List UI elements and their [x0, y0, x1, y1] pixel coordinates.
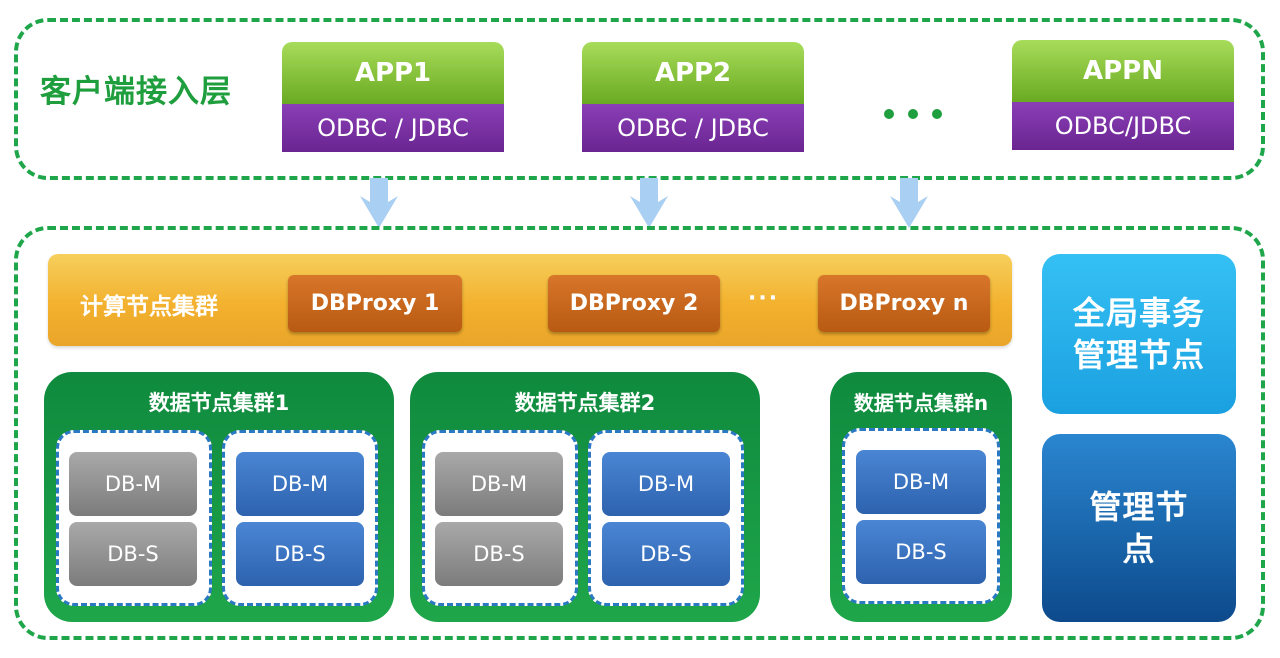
dbproxy-2: DBProxy 2 [548, 275, 720, 332]
appn-name: APPN [1083, 56, 1163, 86]
data-cluster-n-title: 数据节点集群n [853, 391, 989, 415]
app2-driver-label: ODBC / JDBC [617, 114, 769, 142]
client-layer-label: 客户端接入层 [40, 74, 232, 110]
management-node: 管理节 点 [1042, 434, 1236, 622]
app1-driver-label: ODBC / JDBC [317, 114, 469, 142]
app2-driver: ODBC / JDBC [582, 104, 804, 152]
dbproxy-n: DBProxy n [818, 275, 990, 332]
compute-layer-label: 计算节点集群 [80, 294, 218, 320]
down-arrow-icon [628, 178, 670, 230]
app1-driver: ODBC / JDBC [282, 104, 504, 152]
db-slave: DB-S [69, 522, 197, 586]
down-arrow-icon [358, 178, 400, 230]
app1-block: APP1 [282, 42, 504, 104]
db-master: DB-M [602, 452, 730, 516]
dbproxy-n-label: DBProxy n [839, 291, 969, 316]
db-slave: DB-S [856, 520, 986, 584]
app2-block: APP2 [582, 42, 804, 104]
proxy-ellipsis: ··· [748, 286, 780, 311]
db-slave: DB-S [236, 522, 364, 586]
data-cluster-1-title: 数据节点集群1 [148, 391, 290, 415]
dbproxy-2-label: DBProxy 2 [569, 291, 699, 316]
ellipsis-dot [884, 109, 894, 119]
mgmt-node-line2: 点 [1122, 530, 1156, 568]
appn-driver-label: ODBC/JDBC [1054, 112, 1192, 140]
global-transaction-manager-node: 全局事务 管理节点 [1042, 254, 1236, 414]
dbproxy-1-label: DBProxy 1 [310, 291, 440, 316]
tx-node-line2: 管理节点 [1072, 336, 1205, 374]
db-master: DB-M [856, 450, 986, 514]
down-arrow-icon [888, 178, 930, 230]
db-slave: DB-S [602, 522, 730, 586]
data-cluster-2-title: 数据节点集群2 [514, 391, 656, 415]
dbproxy-1: DBProxy 1 [288, 275, 462, 332]
appn-block: APPN [1012, 40, 1234, 102]
app1-name: APP1 [354, 58, 432, 88]
app-ellipsis [884, 109, 942, 119]
server-layer-region [14, 226, 1265, 640]
ellipsis-dot [908, 109, 918, 119]
mgmt-node-line1: 管理节 [1089, 488, 1189, 526]
app2-name: APP2 [654, 58, 732, 88]
db-master: DB-M [435, 452, 563, 516]
ellipsis-dot [932, 109, 942, 119]
db-slave: DB-S [435, 522, 563, 586]
db-master: DB-M [236, 452, 364, 516]
tx-node-line1: 全局事务 [1072, 294, 1205, 332]
db-master: DB-M [69, 452, 197, 516]
client-layer-region [14, 18, 1265, 180]
appn-driver: ODBC/JDBC [1012, 102, 1234, 150]
